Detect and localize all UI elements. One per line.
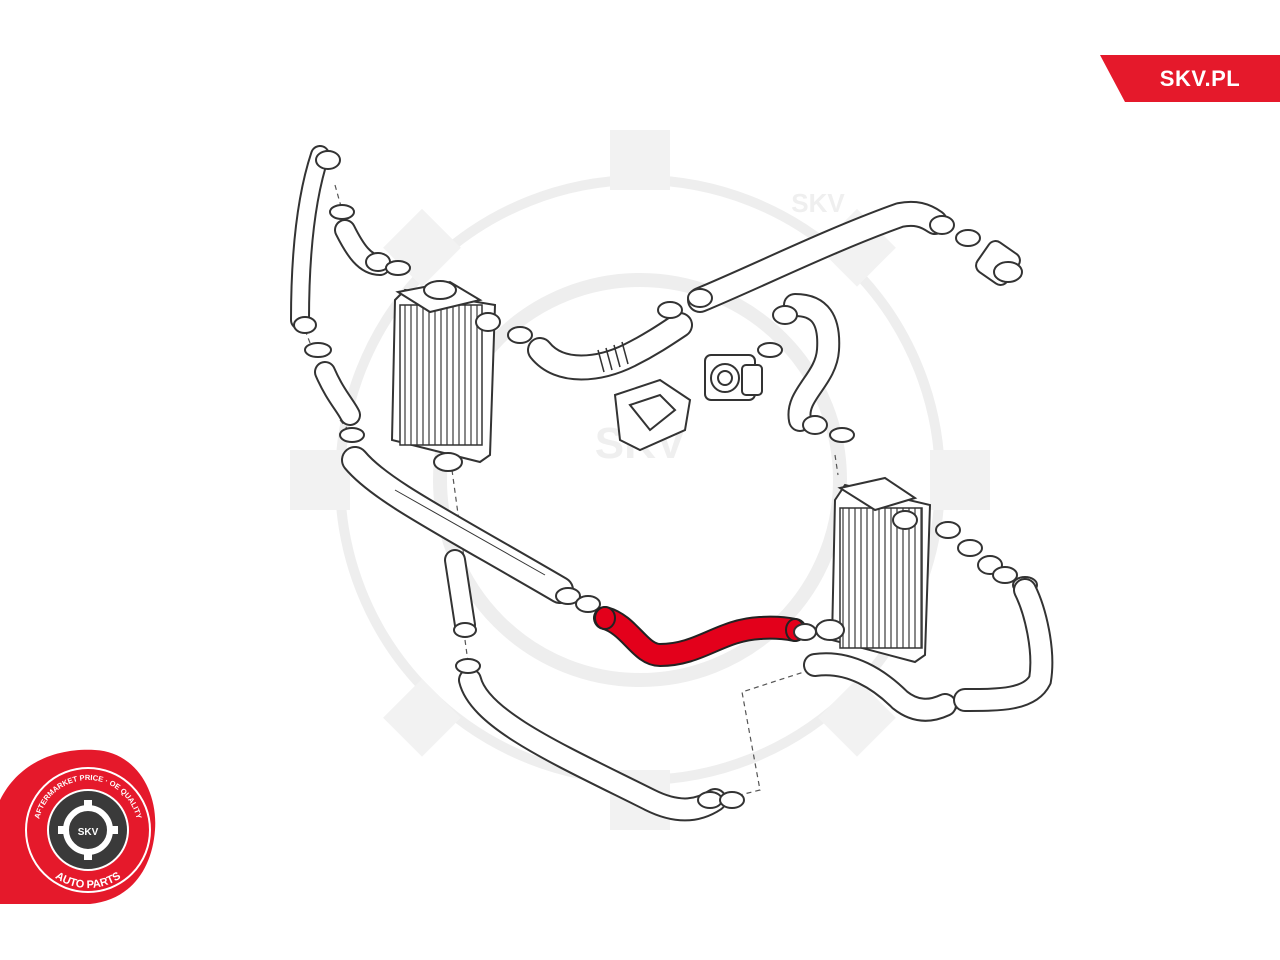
pipe-lower-left-long <box>341 446 574 604</box>
hose-lower-right <box>803 578 1054 722</box>
seal-center-text: SKV <box>78 827 99 838</box>
highlighted-hose <box>593 606 807 668</box>
pipe-upper-long <box>687 200 948 313</box>
coupler-upper-right <box>975 240 1023 286</box>
hose-left-small <box>314 361 361 426</box>
seal-gear-icon <box>58 800 118 860</box>
clamp-group-upper <box>507 215 981 344</box>
brand-badge-text: SKV.PL <box>1160 66 1240 91</box>
clamp-group-left <box>304 204 411 443</box>
watermark-gear-teeth <box>290 130 990 830</box>
hose-corrugated-middle <box>527 312 693 381</box>
watermark-text-small: SKV <box>791 188 845 218</box>
hose-short-center <box>444 549 477 638</box>
clamp-group-lower <box>455 658 745 809</box>
hose-upper-left <box>290 145 341 334</box>
clamp-group-center <box>757 305 855 443</box>
intercooler-left <box>390 280 501 472</box>
intake-manifold <box>613 378 692 452</box>
pipe-lower <box>458 668 727 822</box>
clamp-group-lower-left <box>555 587 601 613</box>
throttle-body <box>704 354 763 401</box>
brand-badge: SKV.PL <box>1100 55 1280 102</box>
brand-seal: SKV AFTERMARKET PRICE · OE QUALITY AUTO … <box>0 749 156 904</box>
intercooler-right <box>815 476 932 664</box>
hose-center-right <box>783 293 841 432</box>
